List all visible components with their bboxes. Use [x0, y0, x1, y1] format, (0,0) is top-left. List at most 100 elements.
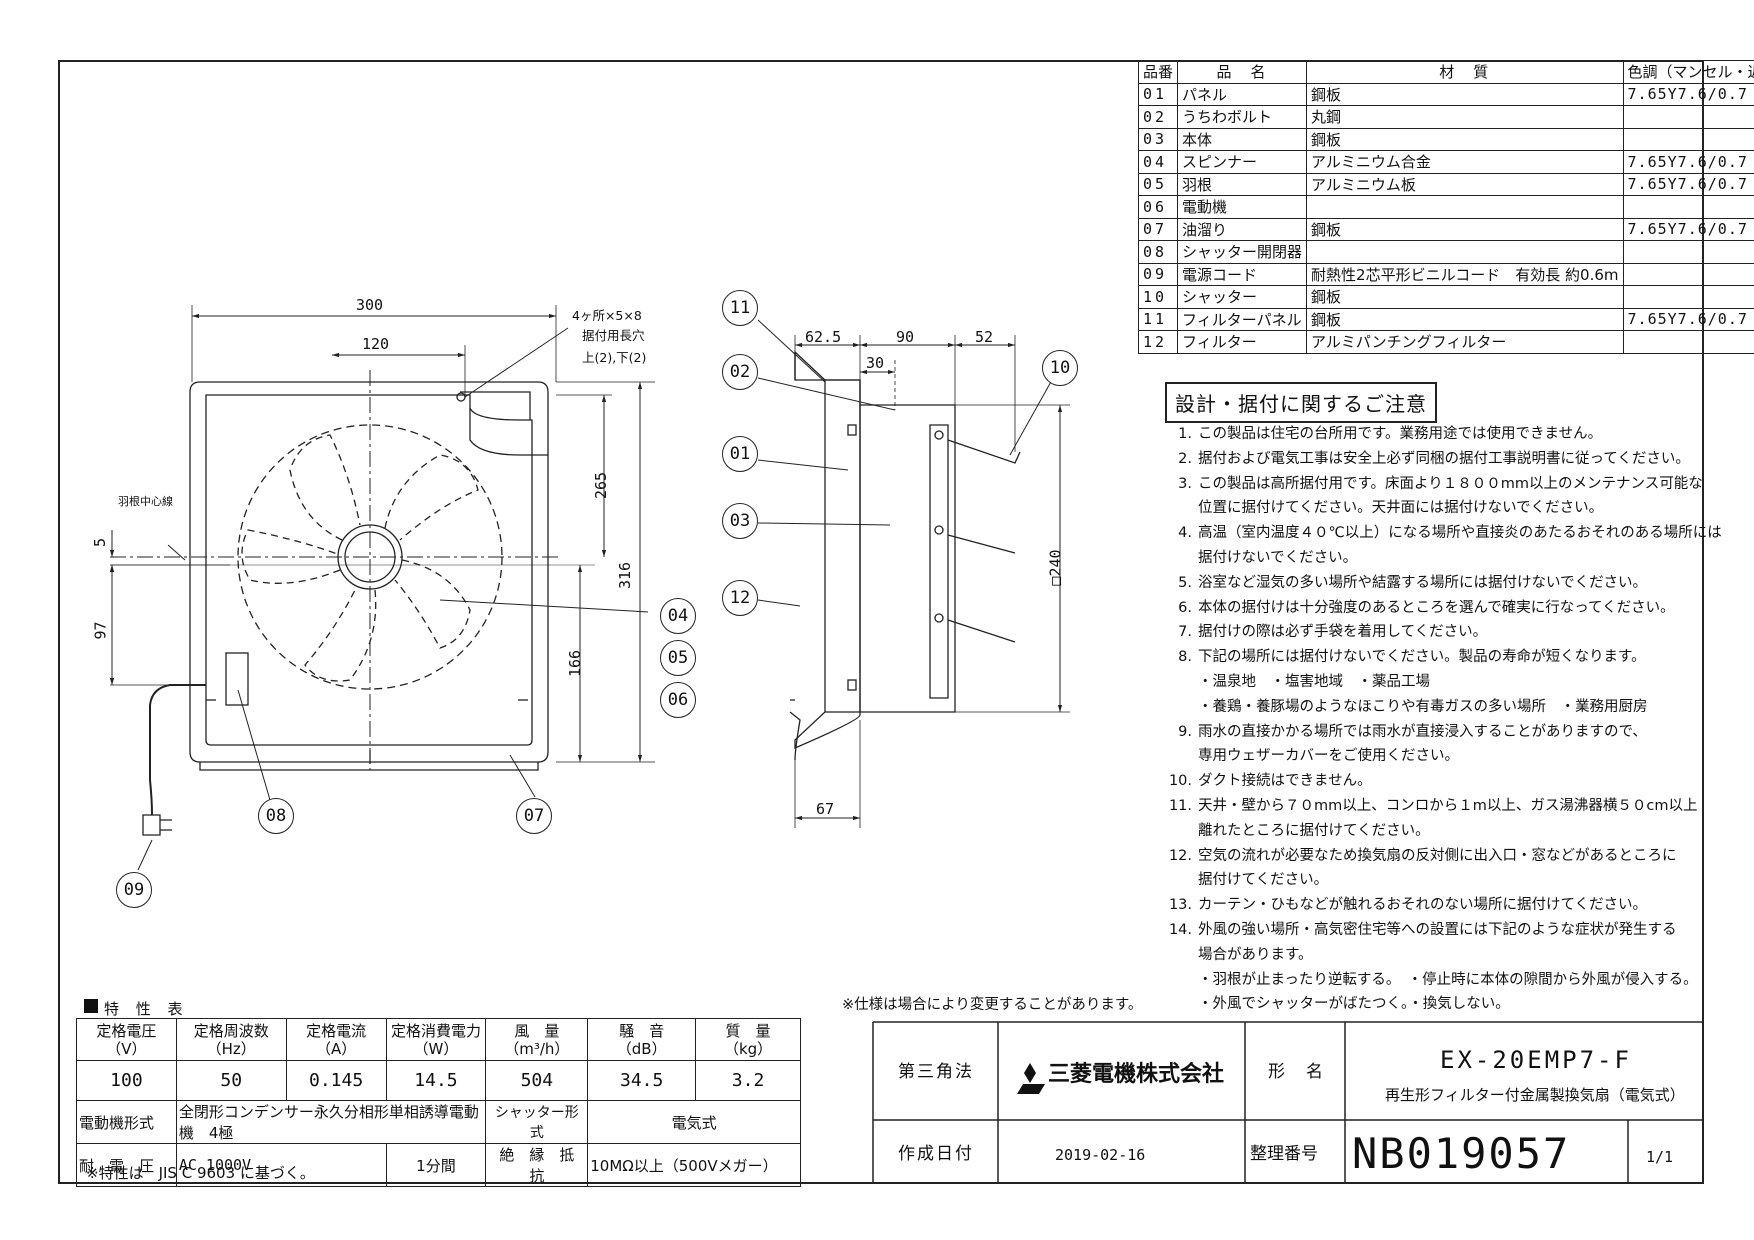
- note-text: 据付けの際は必ず手袋を着用してください。: [1198, 624, 1488, 641]
- note-line: ・羽根が止まったり逆転する。 ・停止時に本体の隙間から外風が侵入する。: [1158, 968, 1698, 989]
- note-text: ダクト接続はできません。: [1198, 773, 1372, 790]
- spec-value-cell: 0.145: [285, 1060, 387, 1101]
- parts-cell-no: 08: [1137, 240, 1179, 264]
- note-text: 空気の流れが必要なため換気扇の反対側に出入口・窓などがあるところに: [1198, 847, 1677, 864]
- spec-header-cell: 定格消費電力（W）: [385, 1018, 487, 1061]
- spec-header-unit: （A）: [315, 1039, 357, 1058]
- spec-value-cell: 100: [76, 1060, 177, 1101]
- callout-01: 01: [722, 436, 758, 472]
- note-number: 9.: [1178, 723, 1192, 740]
- parts-cell-color: 7.65Y7.6/0.7: [1622, 150, 1754, 174]
- spec-change-note: ※仕様は場合により変更することがあります。: [842, 997, 1143, 1013]
- callout-06: 06: [660, 682, 696, 718]
- number-label: 整理番号: [1250, 1144, 1318, 1164]
- parts-cell-name: 油溜り: [1177, 217, 1308, 241]
- note-text: ・羽根が止まったり逆転する。 ・停止時に本体の隙間から外風が侵入する。: [1198, 971, 1698, 988]
- spec-header-unit: （Hz）: [206, 1039, 256, 1058]
- parts-cell-material: [1306, 195, 1624, 219]
- spec-header-cell: 質 量（kg）: [695, 1018, 801, 1061]
- parts-cell-no: 07: [1137, 217, 1179, 241]
- dim-center-to-bottom: 166: [566, 649, 585, 678]
- dim-side-1: 62.5: [805, 328, 842, 346]
- note-number: 2.: [1178, 450, 1192, 467]
- note-line: 位置に据付けてください。天井面には据付けないでください。: [1158, 496, 1603, 517]
- spec-header-cell: 定格電圧（V）: [76, 1018, 177, 1061]
- sheet-number: 1/1: [1646, 1148, 1674, 1166]
- parts-cell-color: [1622, 330, 1754, 354]
- parts-cell-name: シャッター開閉器: [1177, 240, 1308, 264]
- callout-10: 10: [1042, 350, 1078, 386]
- parts-cell-no: 04: [1137, 150, 1179, 174]
- drawing-number: NB019057: [1352, 1129, 1571, 1178]
- note-number: 14.: [1168, 922, 1192, 938]
- spec-voltage-time: 1分間: [385, 1143, 487, 1187]
- spec-motor-row: 電動機形式 全閉形コンデンサー永久分相形単相誘導電動機 4極 シャッター形式 電…: [76, 1100, 801, 1144]
- callout-05: 05: [660, 640, 696, 676]
- note-line: 3.この製品は高所据付用です。床面より１８００mm以上のメンテナンス可能な: [1158, 472, 1703, 493]
- note-number: 6.: [1178, 599, 1192, 616]
- company-name: 三菱電機株式会社: [1048, 1062, 1225, 1087]
- note-line: 4.高温（室内温度４０℃以上）になる場所や直接炎のあたるおそれのある場所には: [1158, 521, 1722, 542]
- parts-cell-color: [1622, 240, 1754, 264]
- spec-shutter-value: 電気式: [587, 1100, 801, 1144]
- parts-cell-color: [1622, 127, 1754, 151]
- note-line: 11.天井・壁から７０mm以上、コンロから１m以上、ガス湯沸器横５０cm以上: [1158, 794, 1698, 815]
- parts-cell-material: 鋼板: [1306, 82, 1624, 106]
- power-plug: [142, 814, 172, 836]
- parts-cell-no: 02: [1137, 105, 1179, 129]
- model-label: 形 名: [1268, 1062, 1325, 1082]
- note-text: ・温泉地 ・塩害地域 ・薬品工場: [1198, 674, 1430, 690]
- note-line: 14.外風の強い場所・高気密住宅等への設置には下記のような症状が発生する: [1158, 918, 1677, 939]
- parts-cell-name: シャッター: [1177, 285, 1308, 309]
- date-label: 作成日付: [898, 1144, 974, 1164]
- dim-top-to-center: 265: [592, 471, 611, 500]
- blade-center-label: 羽根中心線: [118, 495, 173, 508]
- note-number: 10.: [1168, 773, 1192, 790]
- power-cord: [149, 684, 206, 816]
- note-line: 10. ダクト接続はできません。: [1158, 769, 1372, 790]
- note-line: 5.浴室など湿気の多い場所や結露する場所には据付けないでください。: [1158, 571, 1647, 592]
- parts-cell-color: 7.65Y7.6/0.7: [1622, 172, 1754, 196]
- parts-cell-material: アルミニウム板: [1306, 172, 1624, 196]
- parts-cell-name: 電源コード: [1177, 262, 1308, 286]
- note-text: ・養鶏・養豚場のようなほこりや有毒ガスの多い場所 ・業務用厨房: [1198, 698, 1648, 715]
- model-description: 再生形フィルター付金属製換気扇（電気式）: [1385, 1086, 1685, 1104]
- parts-cell-name: フィルター: [1177, 330, 1308, 354]
- spec-value-cell: 14.5: [385, 1060, 487, 1101]
- callout-12: 12: [722, 580, 758, 616]
- spec-header-cell: 風 量（m³/h）: [485, 1018, 589, 1061]
- parts-cell-name: スピンナー: [1177, 150, 1308, 174]
- spec-header-cell: 騒 音（dB）: [587, 1018, 697, 1061]
- dim-side-3: 52: [975, 328, 994, 346]
- model-number: EX-20EMP7-F: [1440, 1046, 1632, 1074]
- dim-center-offset: 120: [362, 335, 390, 353]
- spec-header-name: 騒 音: [619, 1021, 665, 1040]
- side-shutter: [929, 424, 949, 699]
- parts-header-name: 品 名: [1177, 60, 1308, 84]
- parts-cell-material: [1306, 240, 1624, 264]
- hole-note-3: 上(2),下(2): [582, 350, 647, 365]
- spec-motor-label: 電動機形式: [76, 1100, 177, 1144]
- parts-cell-name: 電動機: [1177, 195, 1308, 219]
- note-line: ・養鶏・養豚場のようなほこりや有毒ガスの多い場所 ・業務用厨房: [1158, 695, 1648, 716]
- parts-cell-no: 09: [1137, 262, 1179, 286]
- note-line: 8.下記の場所には据付けないでください。製品の寿命が短くなります。: [1158, 645, 1645, 666]
- note-text: 据付および電気工事は安全上必ず同梱の据付工事説明書に従ってください。: [1198, 450, 1690, 467]
- hole-note-2: 据付用長穴: [582, 328, 645, 343]
- callout-04: 04: [660, 598, 696, 634]
- spec-header-name: 質 量: [725, 1021, 771, 1040]
- note-number: 4.: [1178, 525, 1192, 542]
- parts-cell-no: 11: [1137, 307, 1179, 331]
- parts-cell-material: アルミニウム合金: [1306, 150, 1624, 174]
- note-line: 場合があります。: [1158, 943, 1313, 964]
- note-number: 12.: [1168, 847, 1192, 864]
- parts-cell-color: 7.65Y7.6/0.7: [1622, 82, 1754, 106]
- parts-cell-color: [1622, 262, 1754, 286]
- parts-cell-name: フィルターパネル: [1177, 307, 1308, 331]
